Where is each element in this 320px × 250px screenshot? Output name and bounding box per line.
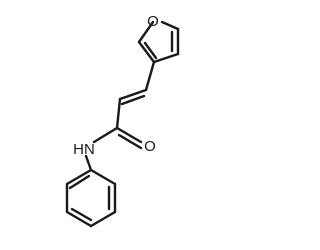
phenyl-ring (65, 154, 117, 228)
bond-ph-4-5 (89, 210, 117, 228)
bond-carbonyl-o (115, 126, 143, 144)
furan-ring (137, 20, 180, 64)
furan-oxygen-label: O (147, 13, 159, 30)
bond-carbonyl-n (92, 126, 119, 144)
molecule-diagram: O O HN (65, 13, 180, 228)
bond-ring-vinyl (144, 60, 156, 92)
bond-vinyl-double (118, 88, 148, 101)
bond-ph-3-4 (65, 210, 93, 228)
bond-carbonyl-o-inner (117, 133, 143, 150)
bond-c2-c3-inner (143, 41, 158, 60)
bond-vinyl-double-inner (120, 94, 146, 106)
bond-ph-1-2-inner (68, 174, 91, 190)
bond-o1-c2 (137, 20, 155, 44)
bond-ph-6-1 (89, 168, 117, 186)
propenamide-chain (92, 60, 156, 150)
carbonyl-oxygen-label: O (144, 138, 156, 155)
bond-vinyl-carbonyl (115, 97, 122, 130)
bond-n-ipso (84, 154, 93, 172)
amide-nitrogen-label: HN (73, 141, 95, 158)
bond-ph-1-2 (65, 168, 93, 186)
structure-canvas: O O HN (65, 13, 180, 228)
bond-c3-c4 (152, 52, 180, 64)
bond-c5-o1 (160, 20, 180, 31)
bond-ph-3-4-inner (70, 207, 93, 222)
bond-c2-c3 (137, 40, 156, 64)
